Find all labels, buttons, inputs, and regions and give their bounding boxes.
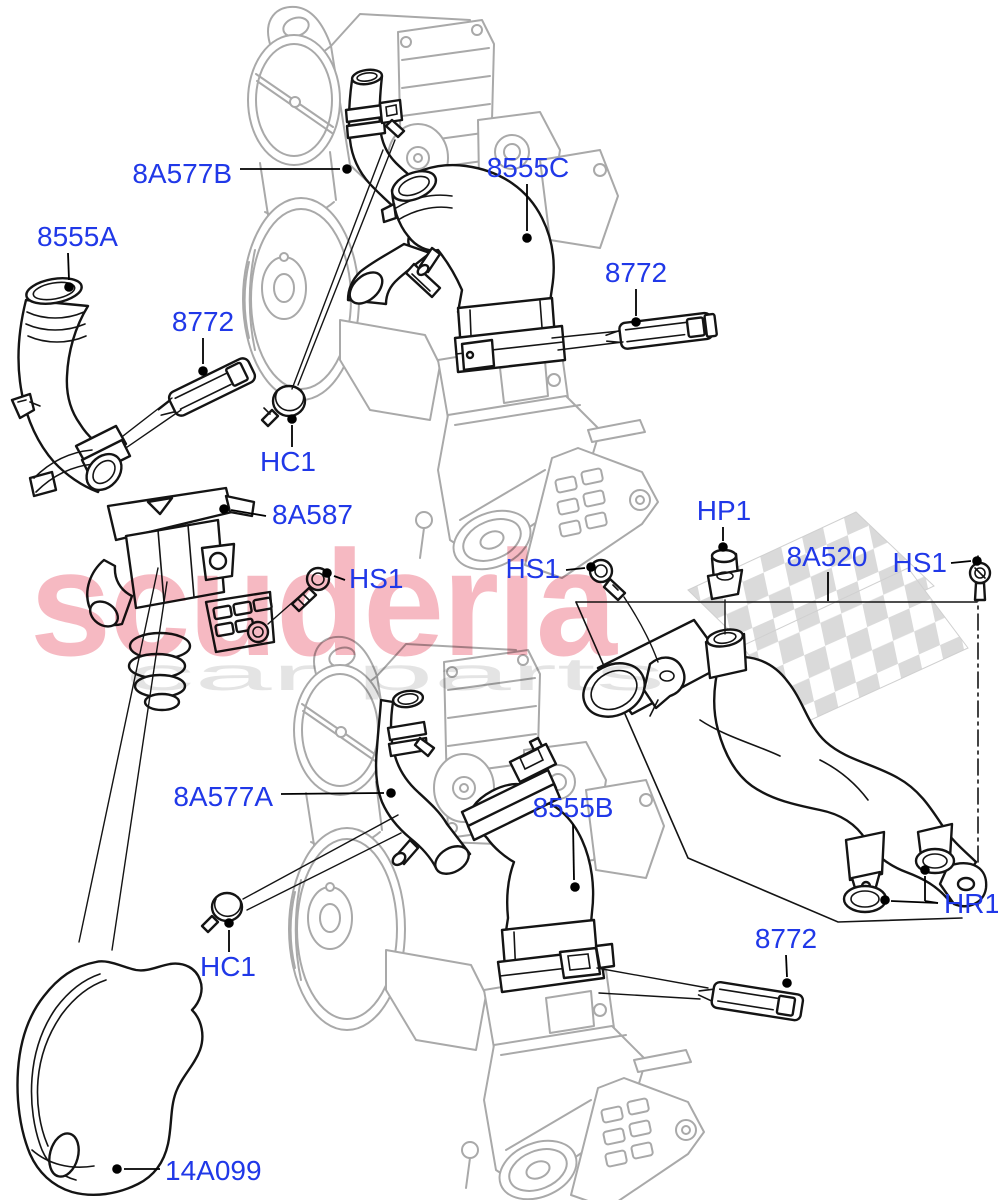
HC1-bottom-callout: HC1 [200,918,256,982]
leader-dot [219,504,229,514]
engine-assembly-bottom [288,635,705,1200]
HP1-callout: HP1 [697,495,751,552]
leader-dot [570,882,580,892]
hose-8555b [460,736,616,994]
leader-line [333,575,346,581]
part-label-8772[interactable]: 8772 [605,257,667,288]
leader-dot [972,556,982,566]
part-label-8555C[interactable]: 8555C [487,152,570,183]
leader-dot [718,542,728,552]
8772-topleft-callout: 8772 [172,306,234,376]
part-label-HS1[interactable]: HS1 [349,563,403,594]
clamp-hc1-bottom [200,814,402,934]
part-label-8A577A[interactable]: 8A577A [173,781,273,812]
HR1-callout: HR1 [880,865,998,919]
brand-watermark: scuderia car parts [30,519,665,700]
cover-14a099 [16,960,204,1197]
part-label-8555B[interactable]: 8555B [533,792,614,823]
leader-line [565,567,586,571]
clamp-8772-bottom [596,967,805,1022]
leader-dot [631,317,641,327]
watermark-brand-text: scuderia [30,519,618,687]
part-label-8A520[interactable]: 8A520 [787,541,868,572]
HS1-left-callout: HS1 [322,563,403,594]
14A099-callout: 14A099 [112,1155,262,1186]
8555A-callout: 8555A [37,221,118,292]
leader-dot [782,978,792,988]
8772-topright-callout: 8772 [605,257,667,327]
engine-assembly-top [242,5,659,582]
leader-dot [198,366,208,376]
part-label-HS1[interactable]: HS1 [506,553,560,584]
part-label-8A587[interactable]: 8A587 [272,499,353,530]
hose-8a577a [374,689,472,875]
leader-dot [224,918,234,928]
watermark-tagline-text: car parts [125,648,665,700]
part-label-HS1[interactable]: HS1 [893,547,947,578]
clamp-8772-topleft [113,357,257,453]
leader-dot [64,282,74,292]
part-label-HC1[interactable]: HC1 [200,951,256,982]
leader-line [280,792,385,795]
8555C-callout: 8555C [487,152,570,243]
part-label-14A099[interactable]: 14A099 [165,1155,262,1186]
leader-line [572,823,575,881]
HC1-top-callout: HC1 [260,414,316,477]
leader-dot [522,233,532,243]
part-label-8772[interactable]: 8772 [755,923,817,954]
leader-line [950,560,972,564]
leader-dot [112,1164,122,1174]
part-label-8772[interactable]: 8772 [172,306,234,337]
leader-dot [322,568,332,578]
hose-8555c [380,164,567,374]
leader-line [924,900,939,904]
8A577A-callout: 8A577A [173,781,396,812]
part-label-HR1[interactable]: HR1 [944,888,998,919]
8A520-callout: 8A520 [787,541,868,601]
8555B-callout: 8555B [533,792,614,892]
8772-bottom-callout: 8772 [755,923,817,988]
valve-8a587 [86,486,303,712]
HS1-right-callout: HS1 [893,547,982,578]
leader-dot [287,414,297,424]
leader-dot [880,895,890,905]
hose-8555a [10,277,132,498]
clamp-8772-topright [551,311,718,351]
leader-dot [342,164,352,174]
leader-dot [586,562,596,572]
part-label-HC1[interactable]: HC1 [260,446,316,477]
leader-dot [386,788,396,798]
screw-hs1-right [968,561,992,602]
part-label-HP1[interactable]: HP1 [697,495,751,526]
cover-position-lines [78,567,168,951]
leader-dot [920,865,930,875]
leader-line [230,509,267,517]
leader-line [785,954,788,978]
part-label-8555A[interactable]: 8555A [37,221,118,252]
leader-line [67,252,70,281]
HS1-mid-callout: HS1 [506,553,596,584]
8A587-callout: 8A587 [219,499,353,530]
plug-hp1 [706,548,744,635]
part-label-8A577B[interactable]: 8A577B [132,158,232,189]
8A577B-callout: 8A577B [132,158,352,189]
